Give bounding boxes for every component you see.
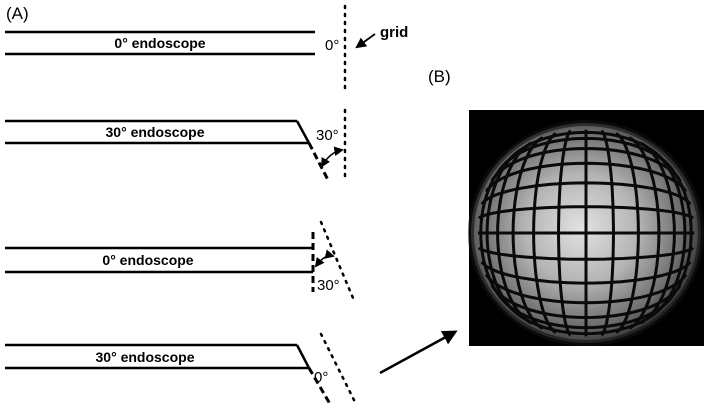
row-3-angle-label: 30° [317, 277, 340, 294]
row-2-diagram: 30° 30° endoscope [5, 108, 347, 184]
panel-a-label: (A) [6, 4, 29, 23]
image-grid-line-vertical [615, 132, 640, 334]
row-2-angle-label: 30° [316, 127, 339, 144]
row-1-angle-label: 0° [325, 37, 339, 54]
row-3-angle-arc [314, 249, 335, 268]
image-grid-line-vertical [639, 141, 676, 325]
row-4-grid-dots [319, 332, 358, 406]
row-4-angle-label: 0° [314, 369, 328, 386]
to-image-arrow [379, 330, 458, 375]
row-4-scope-label: 30° endoscope [96, 349, 195, 365]
row-4-bevel-face [295, 344, 311, 369]
row-2-view-axis [307, 142, 330, 181]
image-grid-line-horizontal [490, 284, 682, 320]
image-grid-line-vertical [628, 136, 661, 330]
fisheye-grid-image [468, 110, 704, 346]
image-grid-lines [477, 129, 695, 337]
row-2-angle-arc [321, 146, 344, 168]
image-grid-line-horizontal [480, 260, 692, 285]
row-3-diagram: 30° 0° endoscope [5, 220, 355, 300]
image-grid-line-horizontal [477, 246, 695, 261]
row-4-view-axis [307, 367, 332, 405]
row-3-grid-dots [319, 220, 355, 300]
image-vignette-edge [468, 120, 704, 346]
row-3-scope-label: 0° endoscope [102, 252, 193, 268]
row-1-scope-label: 0° endoscope [114, 35, 205, 51]
image-grid-line-horizontal [503, 299, 669, 336]
row-1-diagram: 0° endoscope 0° grid [5, 4, 408, 90]
row-4-diagram: 0° 30° endoscope [5, 332, 358, 406]
row-2-bevel-face [295, 120, 311, 144]
image-grid-line-vertical [600, 129, 616, 337]
image-grid-line-vertical [655, 154, 693, 312]
panel-b-label: (B) [428, 67, 451, 86]
row-2-scope-label: 30° endoscope [106, 124, 205, 140]
grid-pointer-arrow [355, 33, 376, 49]
image-grid-line-horizontal [484, 273, 688, 305]
grid-label: grid [380, 24, 408, 41]
